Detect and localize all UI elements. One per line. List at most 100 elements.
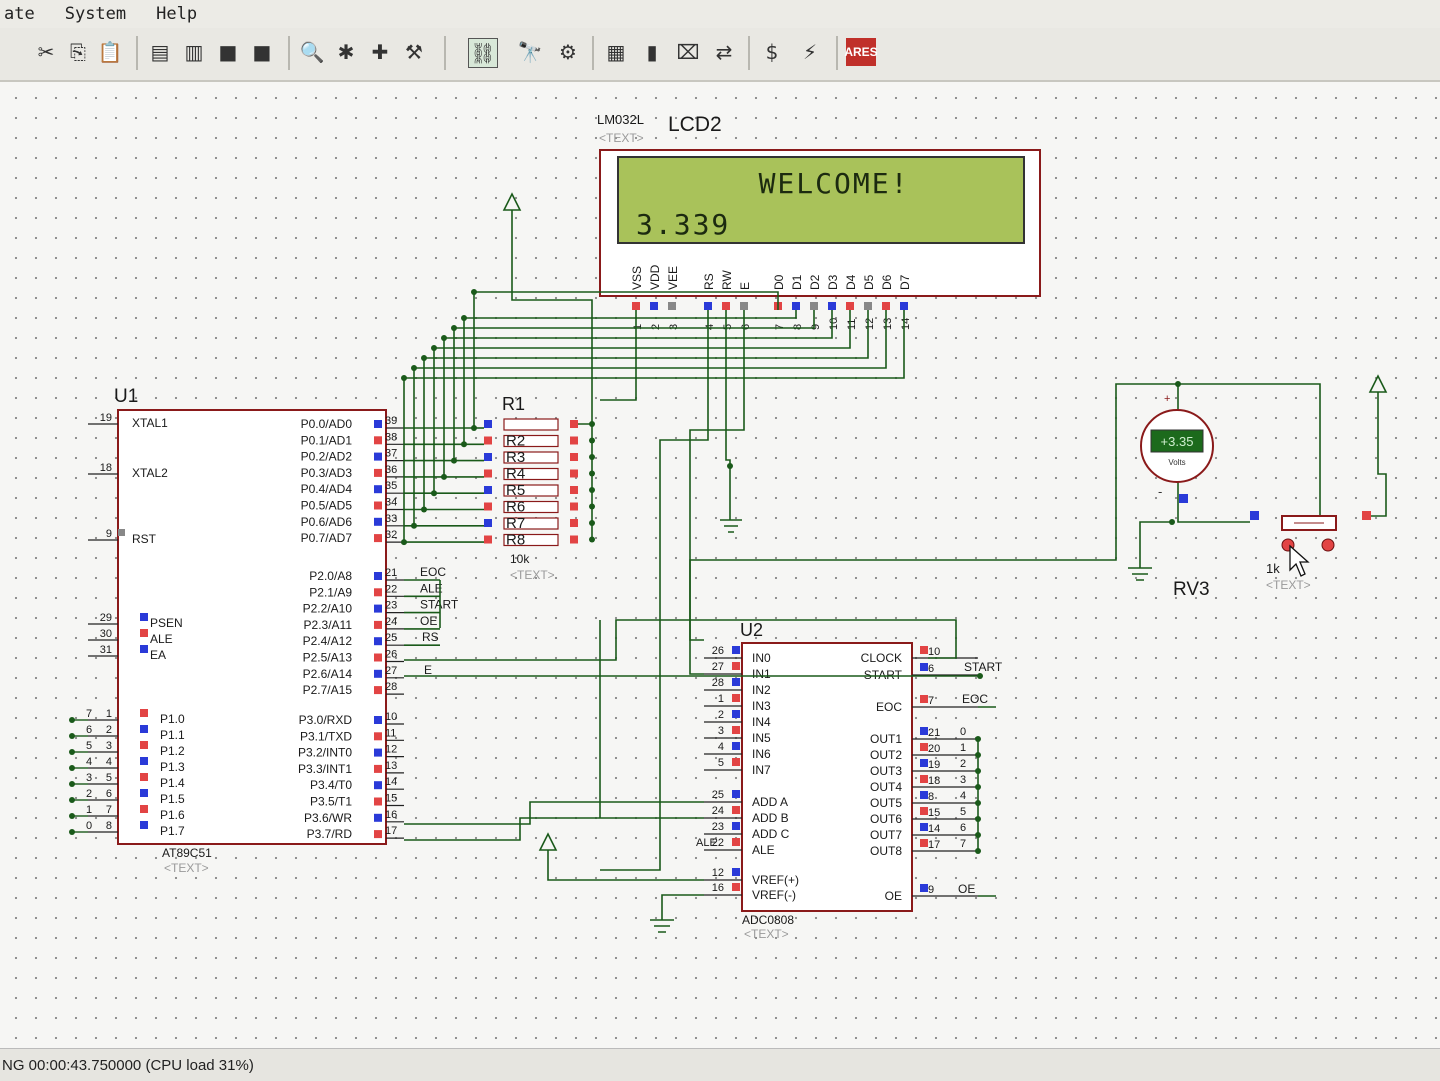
menu-help[interactable]: Help: [156, 4, 198, 24]
rv3-increment-button[interactable]: [1321, 538, 1335, 552]
u2-eoc-net-label: EOC: [962, 692, 988, 706]
design-explorer-icon[interactable]: ▦: [606, 40, 626, 64]
u1-pin-marker: [140, 805, 148, 813]
menu-template[interactable]: ate: [4, 4, 35, 24]
lcd-pin-number: 10: [828, 318, 840, 330]
r1-resistor-label: R6: [506, 499, 525, 516]
u1-text-tag: <TEXT>: [164, 861, 209, 875]
u2-pin-name: IN4: [752, 715, 771, 729]
bill-of-materials-icon[interactable]: $: [765, 40, 779, 64]
junction: [461, 441, 467, 448]
junction: [727, 463, 733, 469]
u2-out-net-label: 6: [960, 822, 966, 834]
junction: [589, 421, 595, 427]
block-copy-icon[interactable]: ▤: [150, 40, 170, 64]
u2-pin-name: START: [864, 668, 903, 682]
r1-pin-left: [484, 519, 492, 527]
lcd-pin-marker: [828, 302, 836, 310]
r1-pin-right: [570, 469, 578, 478]
menu-system[interactable]: System: [64, 4, 127, 24]
r1-pin-right: [570, 535, 578, 544]
u1-pin-marker: [374, 637, 382, 646]
u2-pin-marker: [920, 646, 928, 654]
u1-pin-marker: [374, 517, 382, 526]
r1-resistor-label: R4: [506, 466, 525, 483]
u2-pin-marker: [920, 759, 928, 767]
tag-icon[interactable]: ⛓: [468, 38, 498, 68]
remove-sheet-icon[interactable]: ⌧: [676, 40, 700, 64]
lcd-pin-number: 1: [632, 324, 644, 330]
u2-out-net-label: 5: [960, 806, 966, 818]
u2-pin-marker: [732, 883, 740, 891]
adda-wire: [404, 801, 704, 825]
u1-pin-number: 6: [106, 788, 112, 800]
u1-pin-name: P1.2: [160, 744, 185, 758]
u2-pin-name: IN3: [752, 699, 771, 713]
vcc-arrow: [1368, 374, 1388, 393]
pick-device-icon[interactable]: ✚: [371, 40, 389, 64]
lcd-pin-number: 11: [846, 319, 858, 330]
u2-pin-name: ALE: [752, 843, 775, 857]
u2-pin-number: 14: [928, 823, 940, 835]
netlist-to-ares-icon[interactable]: ARES: [844, 38, 878, 66]
lcd-pin-name: D6: [880, 274, 894, 290]
u2-ref-label: U2: [740, 620, 763, 640]
u1-pin-number: 31: [100, 644, 112, 656]
u1-pin-number: 33: [385, 513, 397, 525]
adc-in1-wire: [689, 383, 1336, 675]
u1-pin-number: 24: [385, 616, 397, 628]
lcd-pin-marker: [632, 302, 640, 310]
paste-icon[interactable]: 📋: [97, 40, 123, 64]
property-assignment-icon[interactable]: ⚙: [559, 40, 577, 64]
junction: [589, 503, 595, 510]
r1-pin-right: [570, 502, 578, 511]
r1-resistor-label: R8: [506, 532, 525, 549]
r1-pin-right: [570, 486, 578, 494]
electrical-rules-icon[interactable]: ⚡: [802, 40, 818, 64]
u1-pin-name: P1.1: [160, 728, 185, 742]
r1-resistor: [503, 451, 559, 464]
rv3-vcc-wire: [1370, 392, 1387, 517]
r1-pin-left: [484, 420, 492, 428]
goto-sheet-icon[interactable]: ⇄: [715, 40, 733, 64]
u1-pin-marker: [374, 732, 382, 741]
u2-pin-name: IN7: [752, 763, 771, 777]
lcd-component[interactable]: LM032L LCD2 <TEXT> WELCOME! 3.339 VSS1VD…: [597, 112, 1041, 330]
make-device-icon[interactable]: ⚒: [405, 40, 423, 64]
voltmeter[interactable]: +3.35 Volts + -: [1140, 393, 1214, 503]
u2-part-label: ADC0808: [742, 913, 794, 927]
lcd-pin-number: 6: [740, 324, 752, 330]
u1-p1-junction: [69, 765, 75, 771]
block-delete-icon[interactable]: ■: [252, 40, 272, 64]
block-rotate-icon[interactable]: ■: [218, 40, 238, 64]
junction: [431, 490, 437, 497]
rv3-potentiometer[interactable]: 1k <TEXT> RV3: [1173, 511, 1371, 600]
u1-pin-number: 8: [106, 820, 112, 832]
u1-pin-name: P0.0/AD0: [301, 417, 353, 431]
wire-autoroute-icon[interactable]: ✱: [337, 40, 355, 64]
junction: [431, 345, 437, 351]
search-icon[interactable]: 🔭: [517, 40, 543, 64]
u2-text-tag: <TEXT>: [744, 927, 789, 941]
u1-pin-number: 12: [385, 744, 397, 756]
u1-p1-net-label: 3: [86, 772, 92, 784]
u2-pin-number: 25: [712, 789, 724, 801]
lcd-pin-marker: [792, 302, 800, 310]
cut-icon[interactable]: ✂: [37, 40, 55, 64]
junction: [589, 520, 595, 526]
junction: [401, 375, 407, 381]
u1-pin-name: P1.5: [160, 792, 185, 806]
schematic-drawing[interactable]: LM032L LCD2 <TEXT> WELCOME! 3.339 VSS1VD…: [0, 82, 1440, 1048]
lcd-pin-marker: [864, 302, 872, 310]
copy-icon[interactable]: ⎘: [70, 40, 86, 64]
u2-pin-name: EOC: [876, 700, 902, 714]
zoom-icon[interactable]: 🔍: [299, 40, 325, 64]
lcd-pin-number: 13: [882, 318, 894, 330]
block-move-icon[interactable]: ▥: [184, 40, 204, 64]
u2-pin-number: 8: [928, 791, 934, 803]
new-sheet-icon[interactable]: ▮: [646, 40, 658, 64]
